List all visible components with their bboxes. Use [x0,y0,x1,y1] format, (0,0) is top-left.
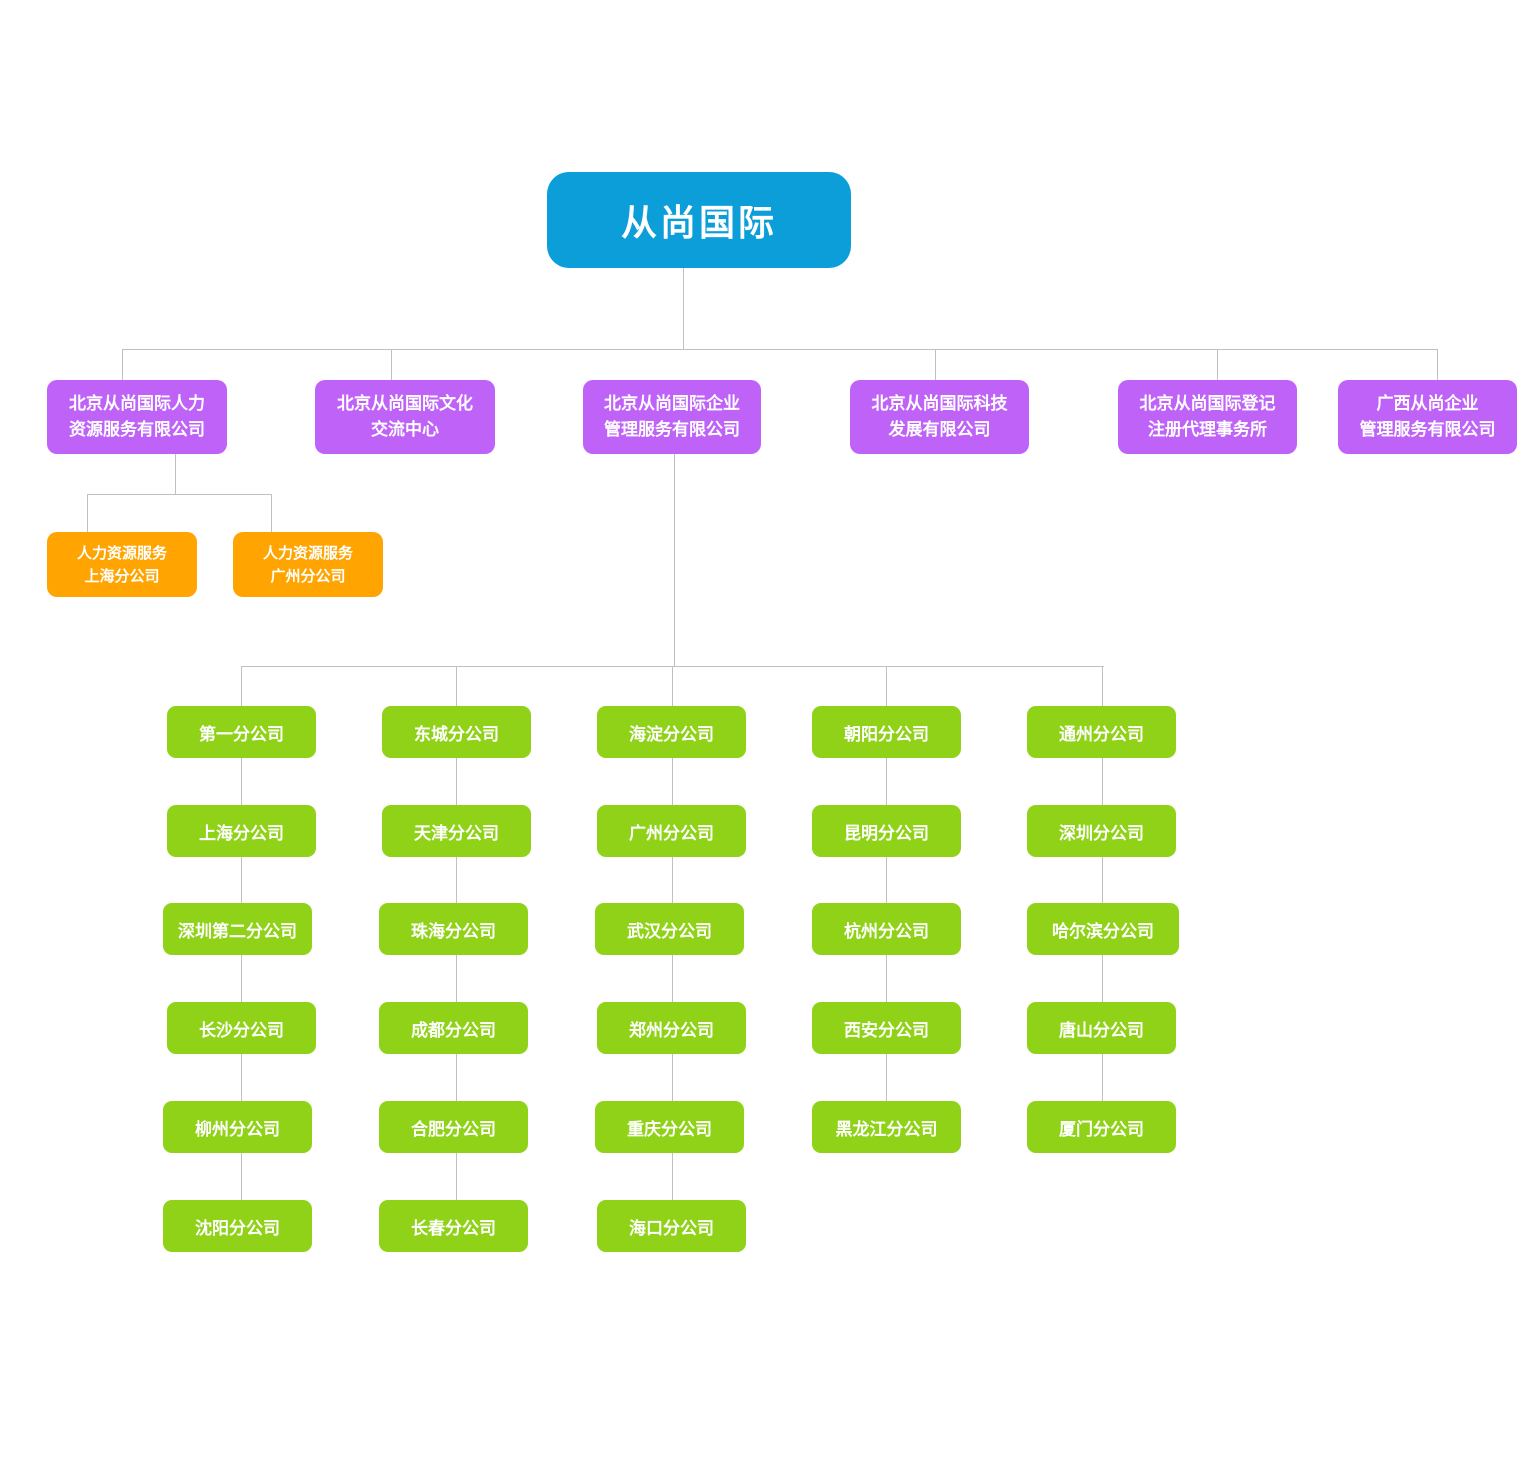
node-beijing-registration-office: 北京从尚国际登记 注册代理事务所 [1118,380,1297,454]
node-branch-c2r4: 成都分公司 [379,1002,528,1054]
node-branch-c4r5: 黑龙江分公司 [812,1101,961,1153]
connector-level2-rail [122,349,1438,350]
node-branch-c2r6: 长春分公司 [379,1200,528,1252]
node-branch-c5r4: 唐山分公司 [1027,1002,1176,1054]
node-branch-c3r6: 海口分公司 [597,1200,746,1252]
node-branch-c1r4: 长沙分公司 [167,1002,316,1054]
node-hr-shanghai-branch: 人力资源服务 上海分公司 [47,532,197,597]
connector-hr-rail [87,494,271,495]
connector-stub-hr-shanghai [87,494,88,532]
node-branch-c4r1: 朝阳分公司 [812,706,961,758]
connector-stub-tech-dev [935,349,936,381]
node-branch-c3r4: 郑州分公司 [597,1002,746,1054]
node-congshang-international: 从尚国际 [547,172,851,268]
node-beijing-hr-service-co: 北京从尚国际人力 资源服务有限公司 [47,380,227,454]
connector-enterprise-down [674,454,675,666]
connector-hr-down [175,454,176,494]
node-branch-c2r1: 东城分公司 [382,706,531,758]
node-branch-c5r2: 深圳分公司 [1027,805,1176,857]
connector-stub-registration [1217,349,1218,381]
node-branch-c2r5: 合肥分公司 [379,1101,528,1153]
node-branch-c1r1: 第一分公司 [167,706,316,758]
node-branch-c3r5: 重庆分公司 [595,1101,744,1153]
node-branch-c1r2: 上海分公司 [167,805,316,857]
node-branch-c4r4: 西安分公司 [812,1002,961,1054]
node-hr-guangzhou-branch: 人力资源服务 广州分公司 [233,532,383,597]
connector-stub-hr-company [122,349,123,381]
node-branch-c4r3: 杭州分公司 [812,903,961,955]
node-branch-c1r6: 沈阳分公司 [163,1200,312,1252]
connector-stub-hr-guangzhou [271,494,272,532]
node-branch-c5r3: 哈尔滨分公司 [1027,903,1179,955]
node-branch-c4r2: 昆明分公司 [812,805,961,857]
node-beijing-tech-dev-co: 北京从尚国际科技 发展有限公司 [850,380,1029,454]
node-branch-c3r2: 广州分公司 [597,805,746,857]
node-branch-c2r3: 珠海分公司 [379,903,528,955]
node-branch-c3r3: 武汉分公司 [595,903,744,955]
connector-root-trunk [683,268,684,349]
node-beijing-culture-center: 北京从尚国际文化 交流中心 [315,380,495,454]
node-beijing-enterprise-mgmt-co: 北京从尚国际企业 管理服务有限公司 [583,380,761,454]
node-branch-c5r5: 厦门分公司 [1027,1101,1176,1153]
connector-stub-guangxi [1437,349,1438,381]
node-branch-c5r1: 通州分公司 [1027,706,1176,758]
node-branch-c1r3: 深圳第二分公司 [163,903,312,955]
node-branch-c3r1: 海淀分公司 [597,706,746,758]
node-guangxi-enterprise-mgmt-co: 广西从尚企业 管理服务有限公司 [1338,380,1517,454]
node-branch-c2r2: 天津分公司 [382,805,531,857]
node-branch-c1r5: 柳州分公司 [163,1101,312,1153]
connector-column-5 [1102,666,1103,1101]
connector-stub-culture-center [391,349,392,381]
connector-column-4 [886,666,887,1101]
